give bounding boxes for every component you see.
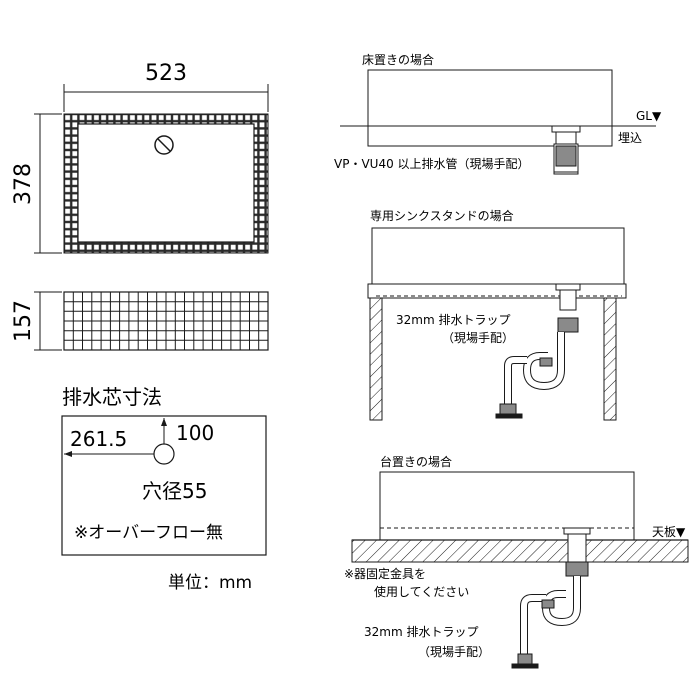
counter-slab — [351, 539, 689, 563]
buried-label: 埋込 — [618, 131, 642, 145]
hole-diameter: 穴径55 — [142, 479, 207, 503]
counter-trap-note: （現場手配） — [418, 645, 490, 659]
counter-install-section: 台置きの場合 天板▼ ※器固定金具を 使用してください 32mm 排水トラップ … — [344, 454, 689, 669]
drain-x-offset: 261.5 — [70, 427, 127, 451]
fixture-note-line1: ※器固定金具を — [344, 566, 426, 581]
stand-trap-label: 32mm 排水トラップ — [396, 313, 510, 327]
stand-basin-outline — [371, 227, 625, 287]
stand-trap-note: （現場手配） — [442, 331, 514, 345]
drain-icon — [154, 135, 174, 155]
overflow-note: ※オーバーフロー無 — [74, 523, 223, 543]
fixture-note-line2: 使用してください — [374, 584, 469, 599]
counter-basin-outline — [379, 471, 635, 541]
counter-trap-label: 32mm 排水トラップ — [364, 625, 478, 639]
top-view: 523 378 — [11, 61, 269, 254]
drain-y-offset: 100 — [176, 421, 214, 445]
gl-label: GL▼ — [636, 109, 662, 123]
side-height-label: 157 — [11, 300, 36, 342]
floor-install-title: 床置きの場合 — [362, 52, 434, 67]
stand-drain-trap — [495, 283, 581, 419]
drain-hole-icon — [153, 443, 175, 465]
counter-drain-trap — [511, 527, 591, 669]
stand-right-leg — [603, 297, 617, 421]
width-label: 523 — [145, 61, 187, 86]
floor-install-section: 床置きの場合 GL▼ 埋込 VP・VU40 以上排水管（現場手配） — [334, 52, 662, 175]
side-view: 157 — [11, 291, 269, 351]
stand-left-leg — [369, 297, 383, 421]
floor-pipe-label: VP・VU40 以上排水管（現場手配） — [334, 156, 530, 171]
counter-label: 天板▼ — [652, 525, 686, 539]
stand-install-title: 専用シンクスタンドの場合 — [370, 208, 514, 223]
drain-center-section: 排水芯寸法 261.5 100 穴径55 ※オーバーフロー無 単位：mm — [61, 385, 267, 593]
unit-label: 単位：mm — [168, 573, 252, 593]
floor-drain-pipe — [551, 125, 581, 175]
stand-install-section: 専用シンクスタンドの場合 32mm 排水トラップ （現場手配） — [367, 208, 627, 421]
height-label: 378 — [11, 163, 36, 205]
counter-install-title: 台置きの場合 — [380, 454, 452, 469]
basin-bowl — [77, 123, 255, 243]
drain-center-title: 排水芯寸法 — [62, 385, 162, 409]
